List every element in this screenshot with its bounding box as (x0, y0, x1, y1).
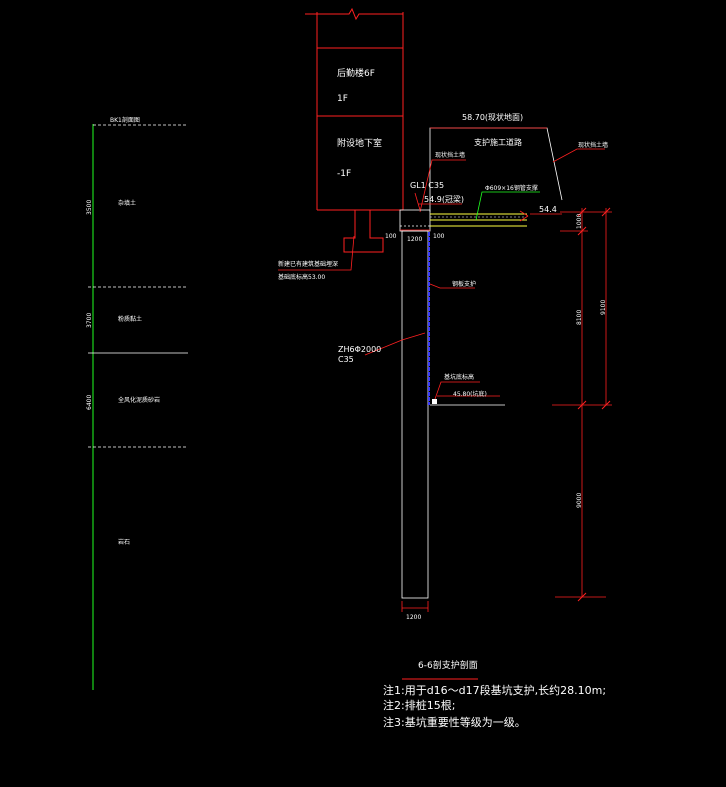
cap-beam-width-dim: 1200 (407, 236, 422, 243)
section-title-block: 6-6剖支护剖面 (402, 659, 478, 680)
pile-label: ZH6Φ2000 (338, 345, 381, 354)
soil-column-title: BK1剖面图 (110, 116, 140, 124)
soil-layer-label: 岩石 (118, 538, 130, 546)
strut-elevation: 54.4 (539, 205, 557, 214)
support-leader (429, 283, 475, 289)
wall-leader-right (552, 148, 605, 163)
pile-body (401, 230, 429, 599)
cap-beam-label: GL1 C35 (410, 181, 444, 190)
dim-1000: 1000 (576, 214, 583, 229)
road-label: 支护施工道路 (474, 137, 522, 147)
pile-leader (364, 332, 426, 356)
existing-building: 后勤楼6F 1F 附设地下室 -1F 新建已有建筑基础埋深 基础底标高53.00 (278, 7, 404, 281)
dim-8100: 8100 (576, 310, 583, 325)
soil-layer-dim: 3500 (86, 200, 93, 215)
building-upper-floor: 1F (337, 94, 348, 104)
cap-beam-edge-left: 100 (385, 233, 397, 240)
cap-beam-top-elevation: 54.9(冠梁) (424, 195, 464, 204)
wall-leader-left (419, 159, 466, 213)
cap-beam: GL1 C35 54.9(冠梁) 1200 100 100 (385, 181, 464, 243)
note-3: 注3:基坑重要性等级为一级。 (383, 715, 526, 729)
soil-column: BK1剖面图 杂填土 粉质黏土 全风化泥质砂岩 岩石 3500 3700 640… (86, 116, 188, 690)
break-line (305, 7, 403, 21)
foundation (343, 210, 384, 253)
dim-9000: 9000 (576, 493, 583, 508)
note-1: 注1:用于d16～d17段基坑支护,长约28.10m; (383, 683, 606, 697)
excavation-bottom: 基坑底标高 45.80(坑底) (430, 373, 505, 406)
cap-beam-edge-right: 100 (433, 233, 445, 240)
dim-9100: 9100 (600, 300, 607, 315)
existing-wall: 58.70(现状地面) 支护施工道路 现状挡土墙 现状挡土墙 (419, 112, 608, 213)
foundation-elevation: 基础底标高53.00 (278, 273, 325, 281)
ground-elevation: 58.70(现状地面) (462, 112, 523, 122)
soil-layer-label: 粉质黏土 (118, 315, 142, 323)
right-dimensions: 1000 8100 9100 9000 (552, 207, 612, 602)
note-2: 注2:排桩15根; (383, 698, 455, 712)
soil-layer-label: 杂填土 (118, 199, 136, 207)
bottom-leader (434, 381, 480, 400)
pile-concrete: C35 (338, 355, 354, 364)
strut-leader (475, 191, 540, 221)
building-upper-label: 后勤楼6F (337, 67, 375, 79)
support-label: 钢板支护 (452, 280, 476, 288)
excavation-bottom-label: 基坑底标高 (444, 373, 474, 381)
building-lower-floor: -1F (337, 169, 351, 179)
excavation-bottom-elevation: 45.80(坑底) (453, 390, 487, 398)
cap-beam-rect (399, 209, 431, 232)
strut-label: Φ609×16钢管支撑 (485, 184, 538, 192)
notes: 注1:用于d16～d17段基坑支护,长约28.10m; 注2:排桩15根; 注3… (383, 683, 606, 729)
soil-layer-dim: 6400 (86, 395, 93, 410)
bored-pile: ZH6Φ2000 C35 钢板支护 1200 (338, 230, 476, 621)
pile-width-dim: 1200 (406, 614, 421, 621)
soil-layer-label: 全风化泥质砂岩 (118, 396, 160, 404)
foundation-note: 新建已有建筑基础埋深 (278, 260, 338, 268)
section-title: 6-6剖支护剖面 (418, 659, 478, 671)
wall-callout-left: 现状挡土墙 (435, 151, 465, 159)
soil-layer-dim: 3700 (86, 313, 93, 328)
building-lower-label: 附设地下室 (337, 137, 382, 149)
steel-strut: Φ609×16钢管支撑 54.4 (430, 184, 562, 227)
foundation-leader (278, 235, 355, 271)
wall-callout-right: 现状挡土墙 (578, 141, 608, 149)
